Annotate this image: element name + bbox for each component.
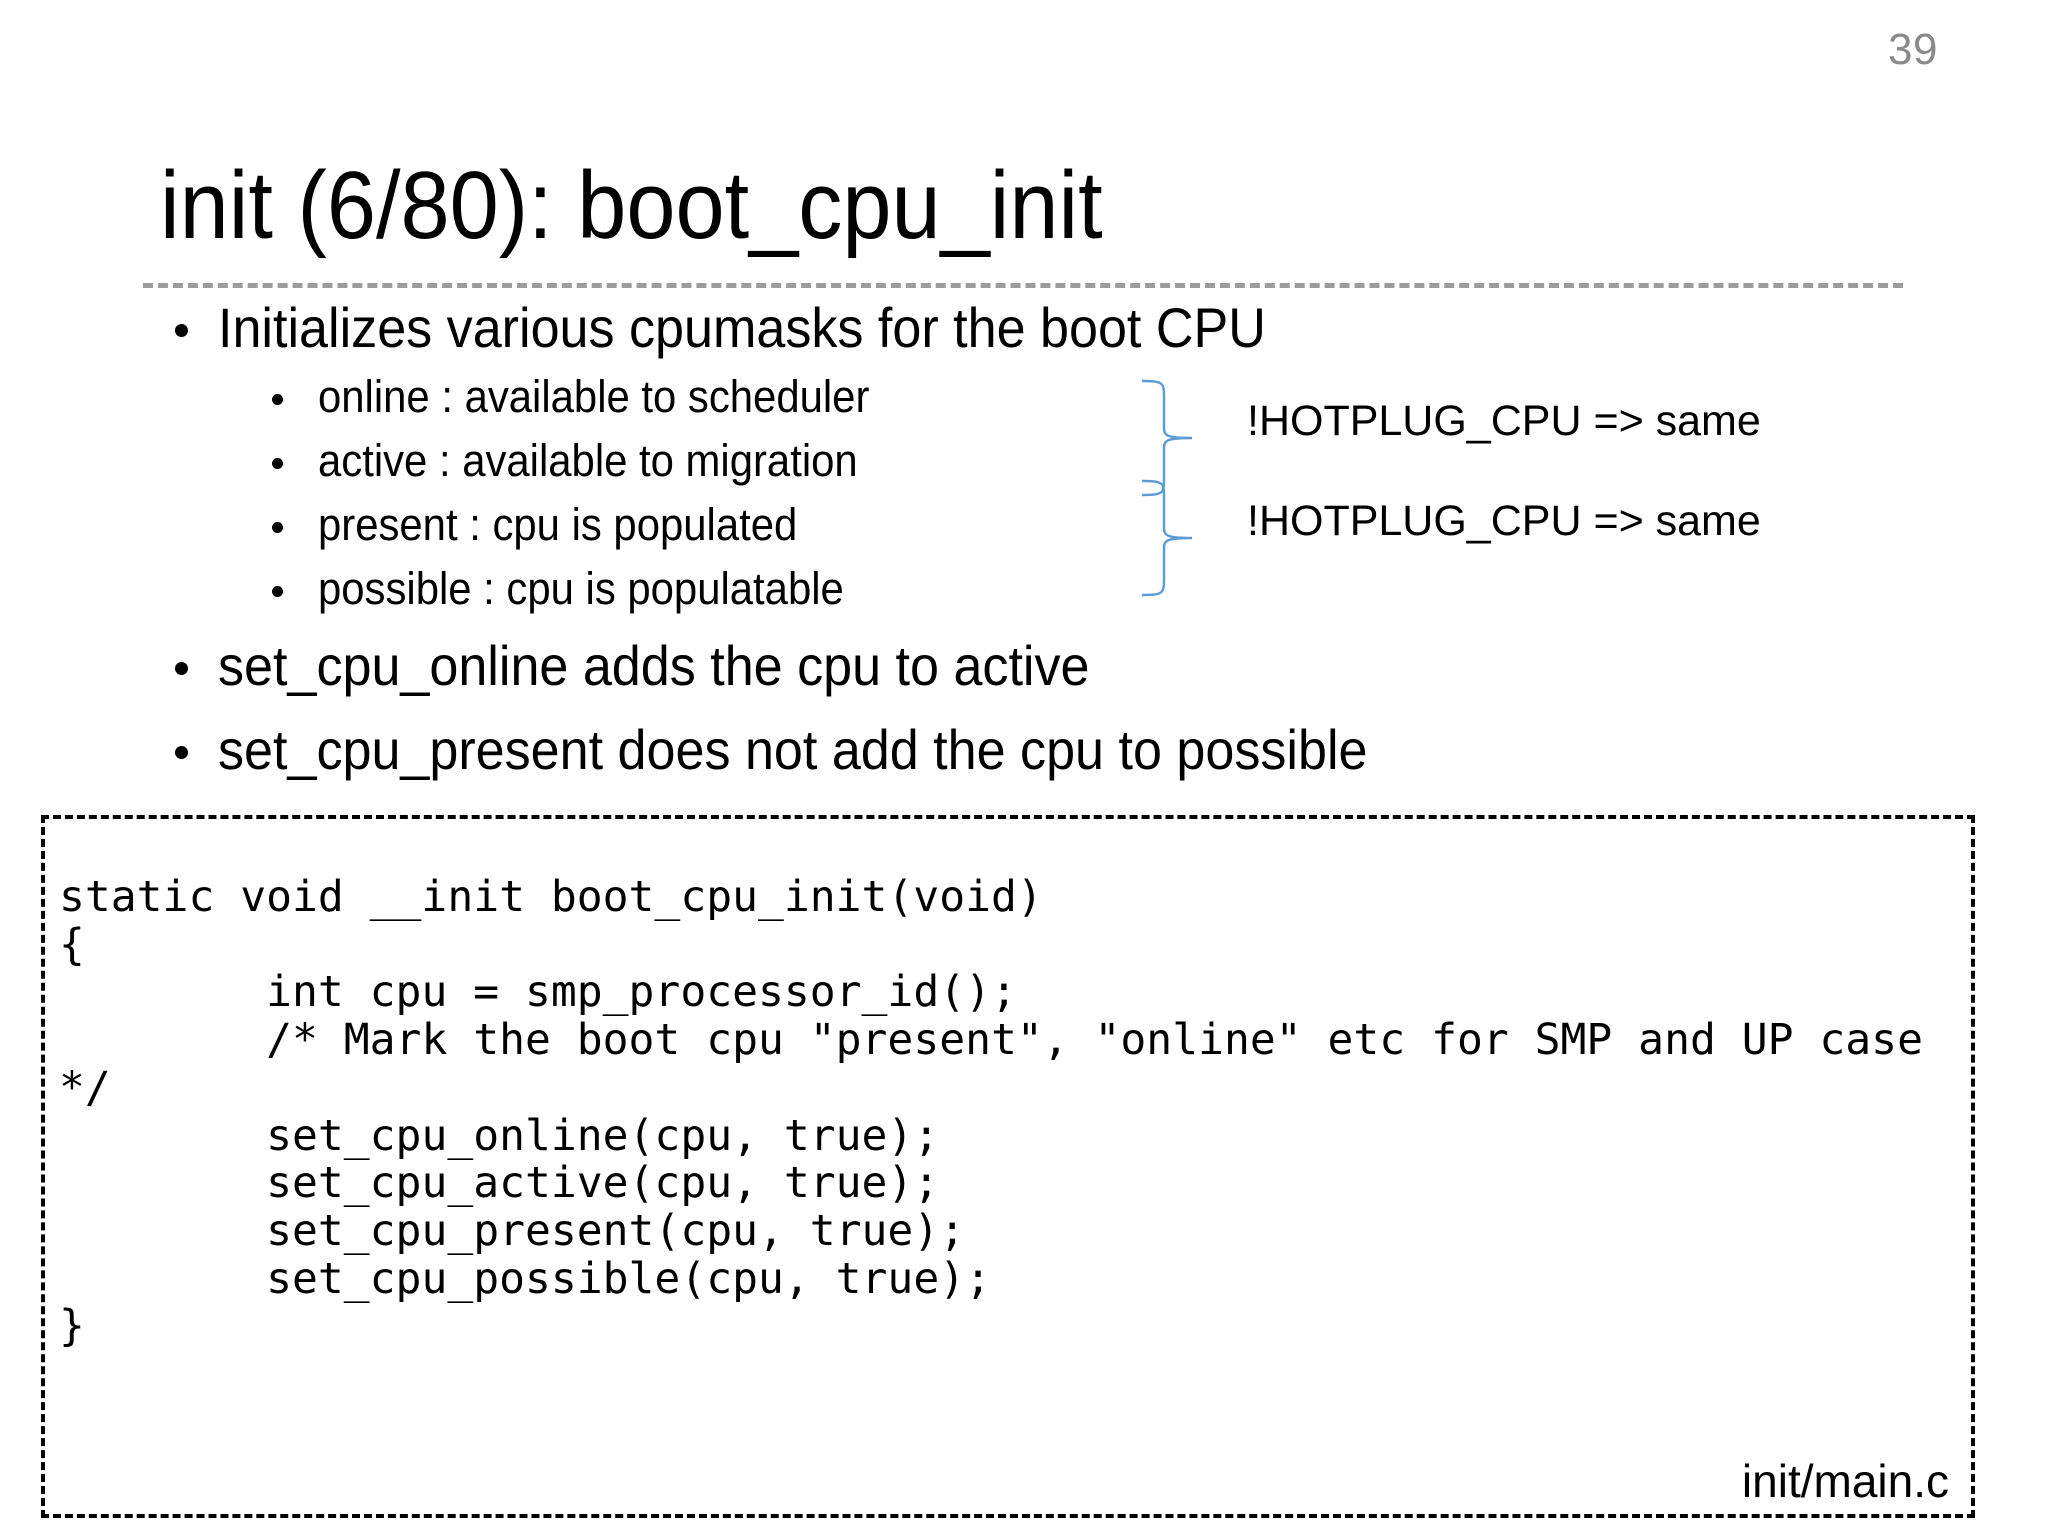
code-source-file: init/main.c [1741,1455,1949,1507]
title-divider [143,283,1903,288]
list-item-label: active : available to migration [318,435,858,486]
list-item-label: Initializes various cpumasks for the boo… [218,296,1266,359]
bullet-dot-icon [175,324,188,337]
list-item: online : available to scheduler [272,374,911,419]
code-block: static void __init boot_cpu_init(void) {… [41,815,1975,1518]
list-item: possible : cpu is populatable [272,566,883,611]
list-item-label: possible : cpu is populatable [318,563,844,614]
list-item: present : cpu is populated [272,502,833,547]
annotation-label: !HOTPLUG_CPU => same [1247,397,1761,445]
bullet-dot-icon [175,662,188,675]
bullet-dot-icon [272,458,283,469]
list-item: Initializes various cpumasks for the boo… [175,300,1345,356]
slide-number: 39 [1888,25,1938,74]
list-item-label: present : cpu is populated [318,499,798,550]
bullet-dot-icon [272,394,283,405]
bullet-dot-icon [272,522,283,533]
annotation-label: !HOTPLUG_CPU => same [1247,497,1761,545]
list-item-label: set_cpu_online adds the cpu to active [218,634,1090,697]
list-item: active : available to migration [272,438,898,483]
code-text: static void __init boot_cpu_init(void) {… [59,872,1923,1352]
list-item-label: set_cpu_present does not add the cpu to … [218,718,1368,781]
bullet-dot-icon [272,586,283,597]
curly-brace-icon [1141,479,1193,597]
list-item-label: online : available to scheduler [318,371,870,422]
list-item: set_cpu_online adds the cpu to active [175,638,1155,694]
page-title: init (6/80): boot_cpu_init [160,152,1103,260]
bullet-dot-icon [175,746,188,759]
list-item: set_cpu_present does not add the cpu to … [175,722,1454,778]
